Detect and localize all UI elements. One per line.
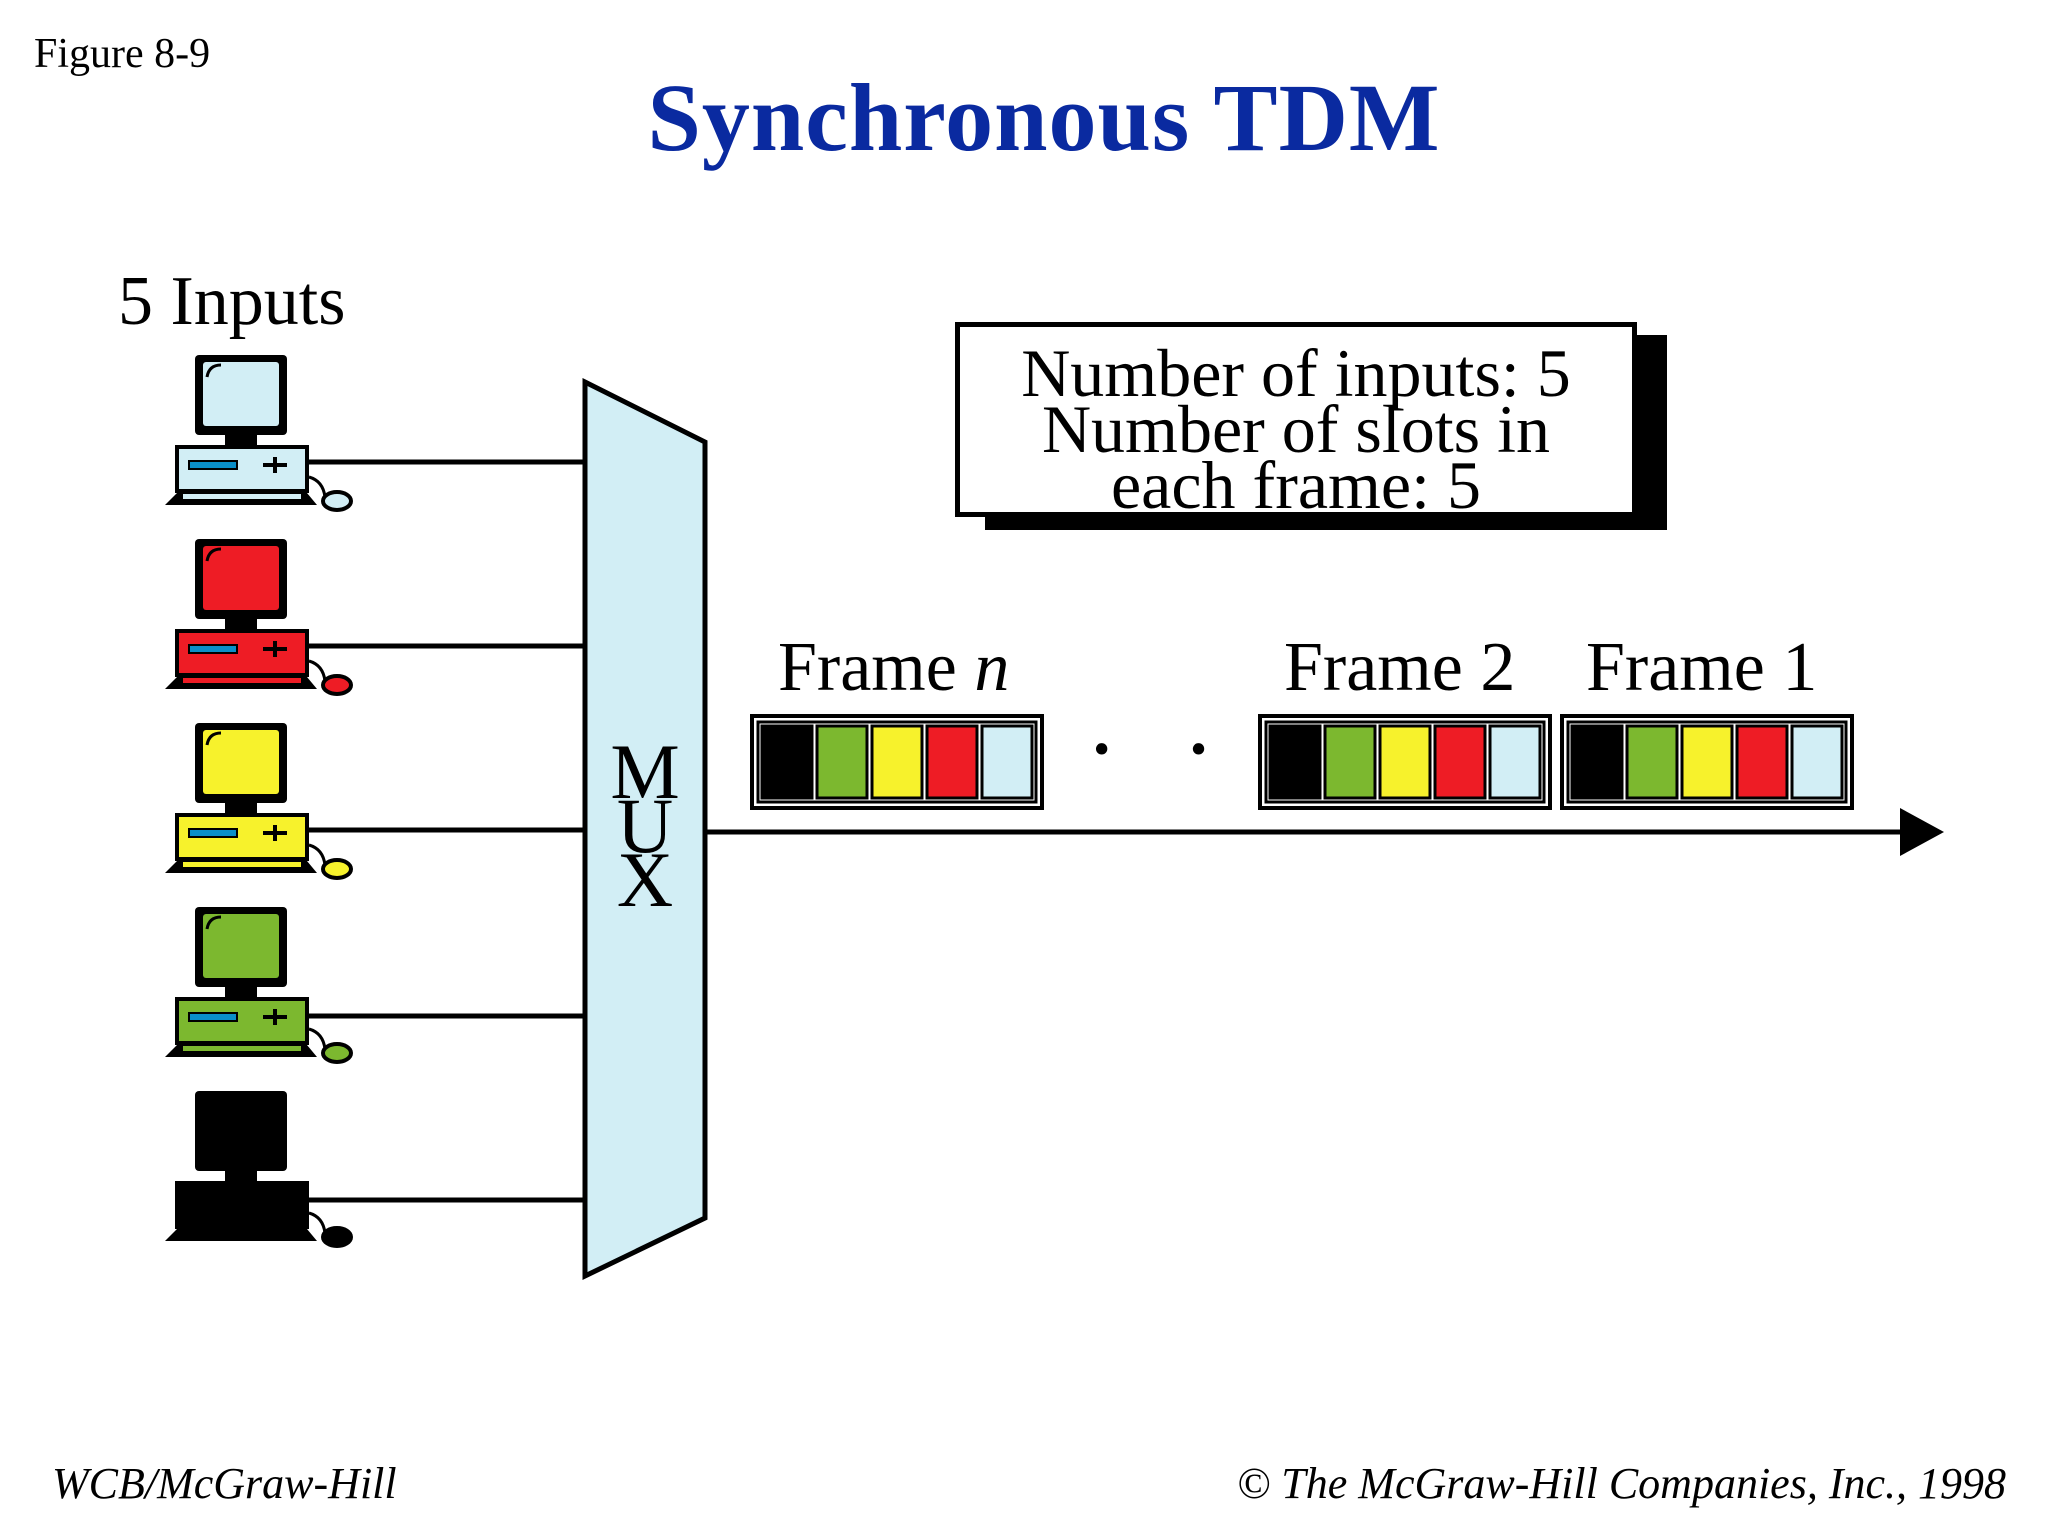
mux-block bbox=[582, 377, 708, 1280]
frame-2-label: Frame 2 bbox=[1284, 628, 1515, 708]
frame-2 bbox=[1258, 714, 1552, 810]
mux-letter-u: U bbox=[617, 782, 673, 869]
frame-slot bbox=[1433, 724, 1487, 800]
computer-1-icon bbox=[165, 355, 353, 512]
inputs-label: 5 Inputs bbox=[118, 263, 346, 340]
frame-slot bbox=[1378, 724, 1432, 800]
info-line-inputs: Number of inputs: 5 bbox=[1021, 335, 1571, 411]
computer-4-icon bbox=[165, 907, 353, 1064]
computers-group bbox=[165, 355, 353, 1248]
figure-label: Figure 8-9 bbox=[34, 31, 211, 77]
frame-1-label: Frame 1 bbox=[1586, 628, 1817, 708]
frame-slot bbox=[1268, 724, 1322, 800]
frame-n-label: Frame n bbox=[778, 628, 1009, 708]
info-line-slots: Number of slots in bbox=[1041, 391, 1551, 467]
computer-3-icon bbox=[165, 723, 353, 880]
frame-n bbox=[750, 714, 1044, 810]
frame-slot bbox=[1790, 724, 1844, 800]
computer-5-icon bbox=[165, 1091, 353, 1248]
frame-slot bbox=[1323, 724, 1377, 800]
frames-group bbox=[750, 714, 1854, 810]
frame-slot bbox=[1735, 724, 1789, 800]
frame-2-label-text: Frame 2 bbox=[1284, 629, 1516, 706]
frame-slot bbox=[760, 724, 814, 800]
mux-letter-m: M bbox=[610, 728, 679, 815]
info-line-frame: each frame: 5 bbox=[1111, 447, 1481, 523]
frame-slot bbox=[925, 724, 979, 800]
footer-copyright: © The McGraw-Hill Companies, Inc., 1998 bbox=[1236, 1459, 2006, 1508]
frame-slot bbox=[815, 724, 869, 800]
info-box: Number of inputs: 5 Number of slots in e… bbox=[955, 322, 1637, 523]
frame-slot bbox=[1680, 724, 1734, 800]
frame-slot bbox=[1488, 724, 1542, 800]
mux-letter-x: X bbox=[617, 836, 673, 923]
frame-slot bbox=[870, 724, 924, 800]
output-arrowhead-icon bbox=[1900, 808, 1944, 856]
footer-publisher: WCB/McGraw-Hill bbox=[52, 1459, 397, 1508]
frame-1-label-text: Frame 1 bbox=[1586, 629, 1818, 706]
frame-n-label-italic: n bbox=[974, 629, 1010, 706]
frame-slot bbox=[1570, 724, 1624, 800]
frame-slot bbox=[980, 724, 1034, 800]
page-title: Synchronous TDM bbox=[647, 64, 1441, 171]
frame-1 bbox=[1560, 714, 1854, 810]
input-lines bbox=[305, 459, 585, 1203]
computer-2-icon bbox=[165, 539, 353, 696]
frame-n-label-prefix: Frame bbox=[778, 629, 975, 706]
frame-slot bbox=[1625, 724, 1679, 800]
